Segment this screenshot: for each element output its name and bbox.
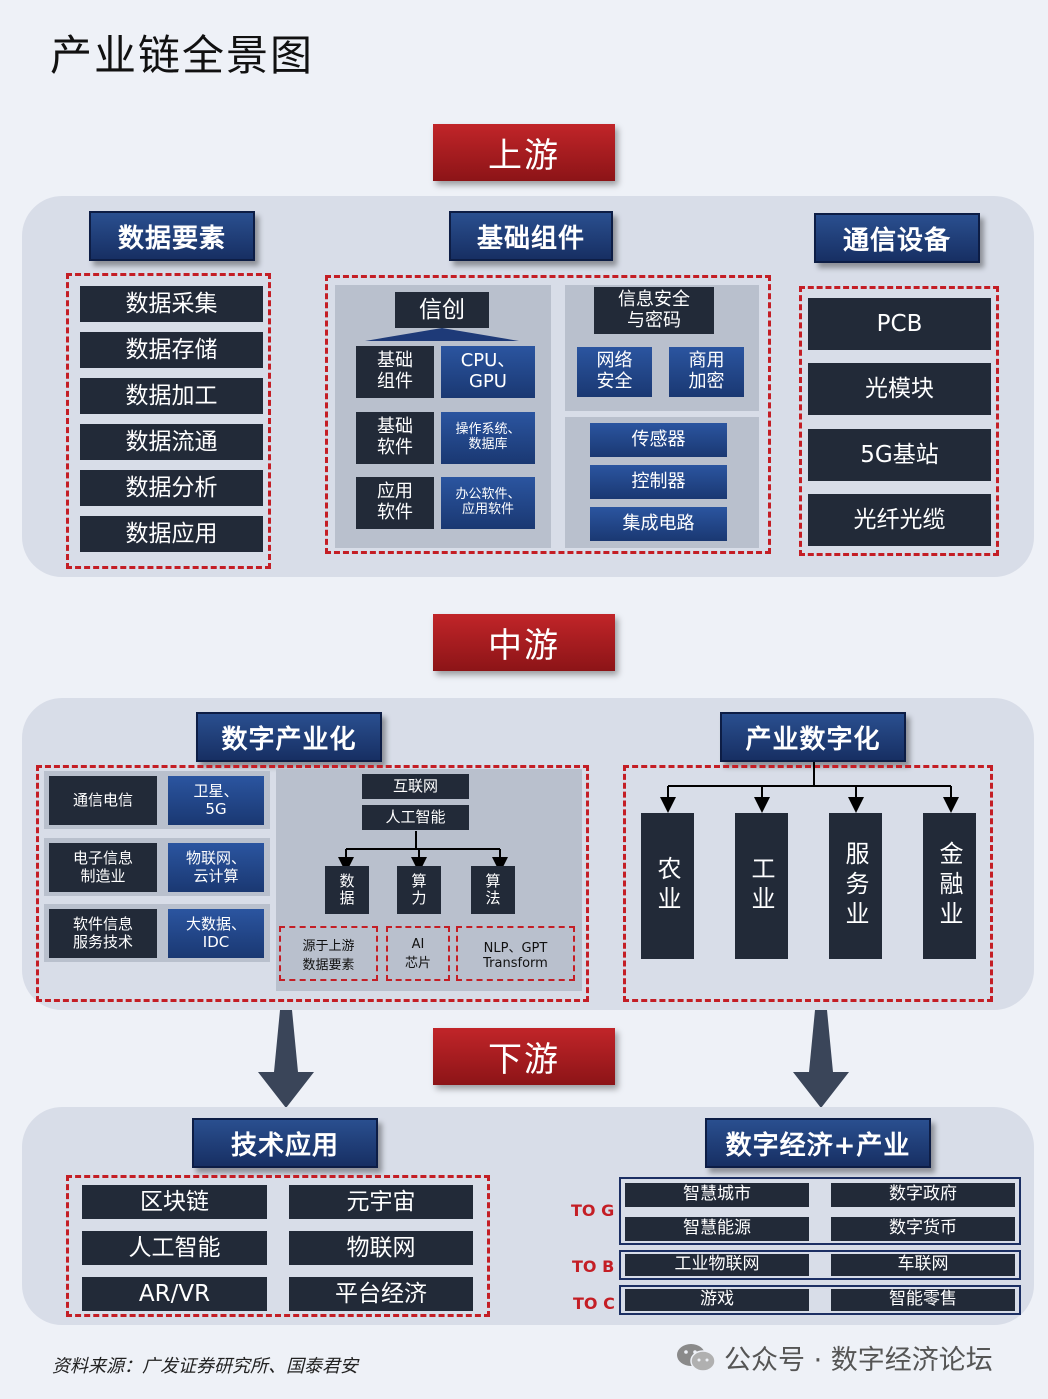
digital-industrialization-frame <box>36 765 589 1002</box>
header-industry-digitalization: 产业数字化 <box>720 712 906 762</box>
arrow-down-right-icon <box>793 1010 849 1108</box>
header-digital-economy: 数字经济+产业 <box>705 1118 931 1168</box>
hardware-item: 传感器 <box>590 423 727 457</box>
ai-box: 人工智能 <box>362 805 469 830</box>
ai-branch-connector <box>338 831 508 873</box>
data-element-item: 数据应用 <box>80 516 263 552</box>
arrow-down-left-icon <box>258 1010 314 1108</box>
page-title: 产业链全景图 <box>50 31 315 80</box>
xinchuang-label: 信创 <box>395 292 489 328</box>
to-g-item: 数字货币 <box>831 1217 1015 1241</box>
to-b-frame <box>619 1250 1021 1280</box>
tech-app-item: 区块链 <box>82 1185 267 1219</box>
tech-app-item: 元宇宙 <box>289 1185 473 1219</box>
industry-row-right: 物联网、 云计算 <box>168 843 264 892</box>
xinchuang-row-right: 办公软件、 应用软件 <box>441 477 535 529</box>
ai-pillar-algorithm: 算 法 <box>471 866 515 914</box>
comm-equipment-frame <box>799 286 999 556</box>
header-basic-components: 基础组件 <box>449 211 613 261</box>
xinchuang-row-left: 应用 软件 <box>356 477 434 529</box>
stage-upstream: 上游 <box>433 124 615 181</box>
stage-midstream: 中游 <box>433 614 615 671</box>
basic-components-frame <box>325 275 771 554</box>
source-note: 资料来源：广发证券研究所、国泰君安 <box>52 1356 358 1377</box>
watermark: 公众号 · 数字经济论坛 <box>676 1338 993 1377</box>
header-digital-industrialization: 数字产业化 <box>196 712 382 762</box>
security-item: 商用 加密 <box>669 347 744 397</box>
to-b-item: 车联网 <box>831 1254 1015 1276</box>
sector-industry: 工业 <box>735 813 788 959</box>
wechat-icon <box>677 1343 716 1372</box>
to-c-item: 智能零售 <box>831 1289 1015 1311</box>
to-g-item: 智慧能源 <box>625 1217 809 1241</box>
to-b-item: 工业物联网 <box>625 1254 809 1276</box>
hardware-item: 集成电路 <box>590 507 727 541</box>
to-c-frame <box>619 1285 1021 1315</box>
industry-row-right: 卫星、 5G <box>168 776 264 825</box>
data-elements-frame <box>66 273 271 569</box>
to-c-label: TO C <box>573 1294 615 1313</box>
comm-item: 光纤光缆 <box>808 494 991 546</box>
comm-item: PCB <box>808 298 991 350</box>
header-tech-apps: 技术应用 <box>192 1118 378 1168</box>
stage-downstream: 下游 <box>433 1028 615 1085</box>
hardware-item: 控制器 <box>590 465 727 499</box>
xinchuang-row-right: CPU、 GPU <box>441 346 535 398</box>
to-g-label: TO G <box>571 1201 615 1220</box>
comm-item: 5G基站 <box>808 429 991 481</box>
ai-pillar-compute: 算 力 <box>397 866 441 914</box>
comm-item: 光模块 <box>808 363 991 415</box>
xinchuang-row-left: 基础 软件 <box>356 412 434 464</box>
xinchuang-roof <box>365 328 519 341</box>
industry-row-left: 软件信息 服务技术 <box>49 909 157 958</box>
sector-services: 服务业 <box>829 813 882 959</box>
tech-app-item: 物联网 <box>289 1231 473 1265</box>
header-comm-equipment: 通信设备 <box>814 213 980 263</box>
data-element-item: 数据分析 <box>80 470 263 506</box>
xinchuang-row-right: 操作系统、 数据库 <box>441 412 535 464</box>
to-c-item: 游戏 <box>625 1289 809 1311</box>
tech-app-item: 人工智能 <box>82 1231 267 1265</box>
industry-row-left: 电子信息 制造业 <box>49 843 157 892</box>
ai-note-models: NLP、GPT Transform <box>456 926 575 981</box>
tech-apps-frame <box>66 1175 490 1317</box>
to-b-label: TO B <box>572 1257 615 1276</box>
internet-box: 互联网 <box>362 774 469 799</box>
sector-agriculture: 农业 <box>641 813 694 959</box>
to-g-item: 智慧城市 <box>625 1183 809 1207</box>
tech-app-item: 平台经济 <box>289 1277 473 1311</box>
header-data-elements: 数据要素 <box>89 211 255 261</box>
ai-note-data-source: 源于上游 数据要素 <box>279 926 378 981</box>
data-element-item: 数据加工 <box>80 378 263 414</box>
data-element-item: 数据存储 <box>80 332 263 368</box>
security-item: 网络 安全 <box>577 347 652 397</box>
xinchuang-row-left: 基础 组件 <box>356 346 434 398</box>
security-label: 信息安全 与密码 <box>594 287 714 334</box>
watermark-text: 公众号 · 数字经济论坛 <box>724 1345 993 1376</box>
data-element-item: 数据流通 <box>80 424 263 460</box>
tech-app-item: AR/VR <box>82 1277 267 1311</box>
sector-branch-connector <box>660 762 959 813</box>
to-g-frame <box>619 1177 1021 1245</box>
industry-digitalization-frame <box>623 765 993 1002</box>
industry-row-right: 大数据、 IDC <box>168 909 264 958</box>
data-element-item: 数据采集 <box>80 286 263 322</box>
sector-finance: 金融业 <box>923 813 976 959</box>
ai-pillar-data: 数 据 <box>325 866 369 914</box>
ai-note-chip: AI 芯片 <box>386 926 450 981</box>
to-g-item: 数字政府 <box>831 1183 1015 1207</box>
industry-row-left: 通信电信 <box>49 776 157 825</box>
